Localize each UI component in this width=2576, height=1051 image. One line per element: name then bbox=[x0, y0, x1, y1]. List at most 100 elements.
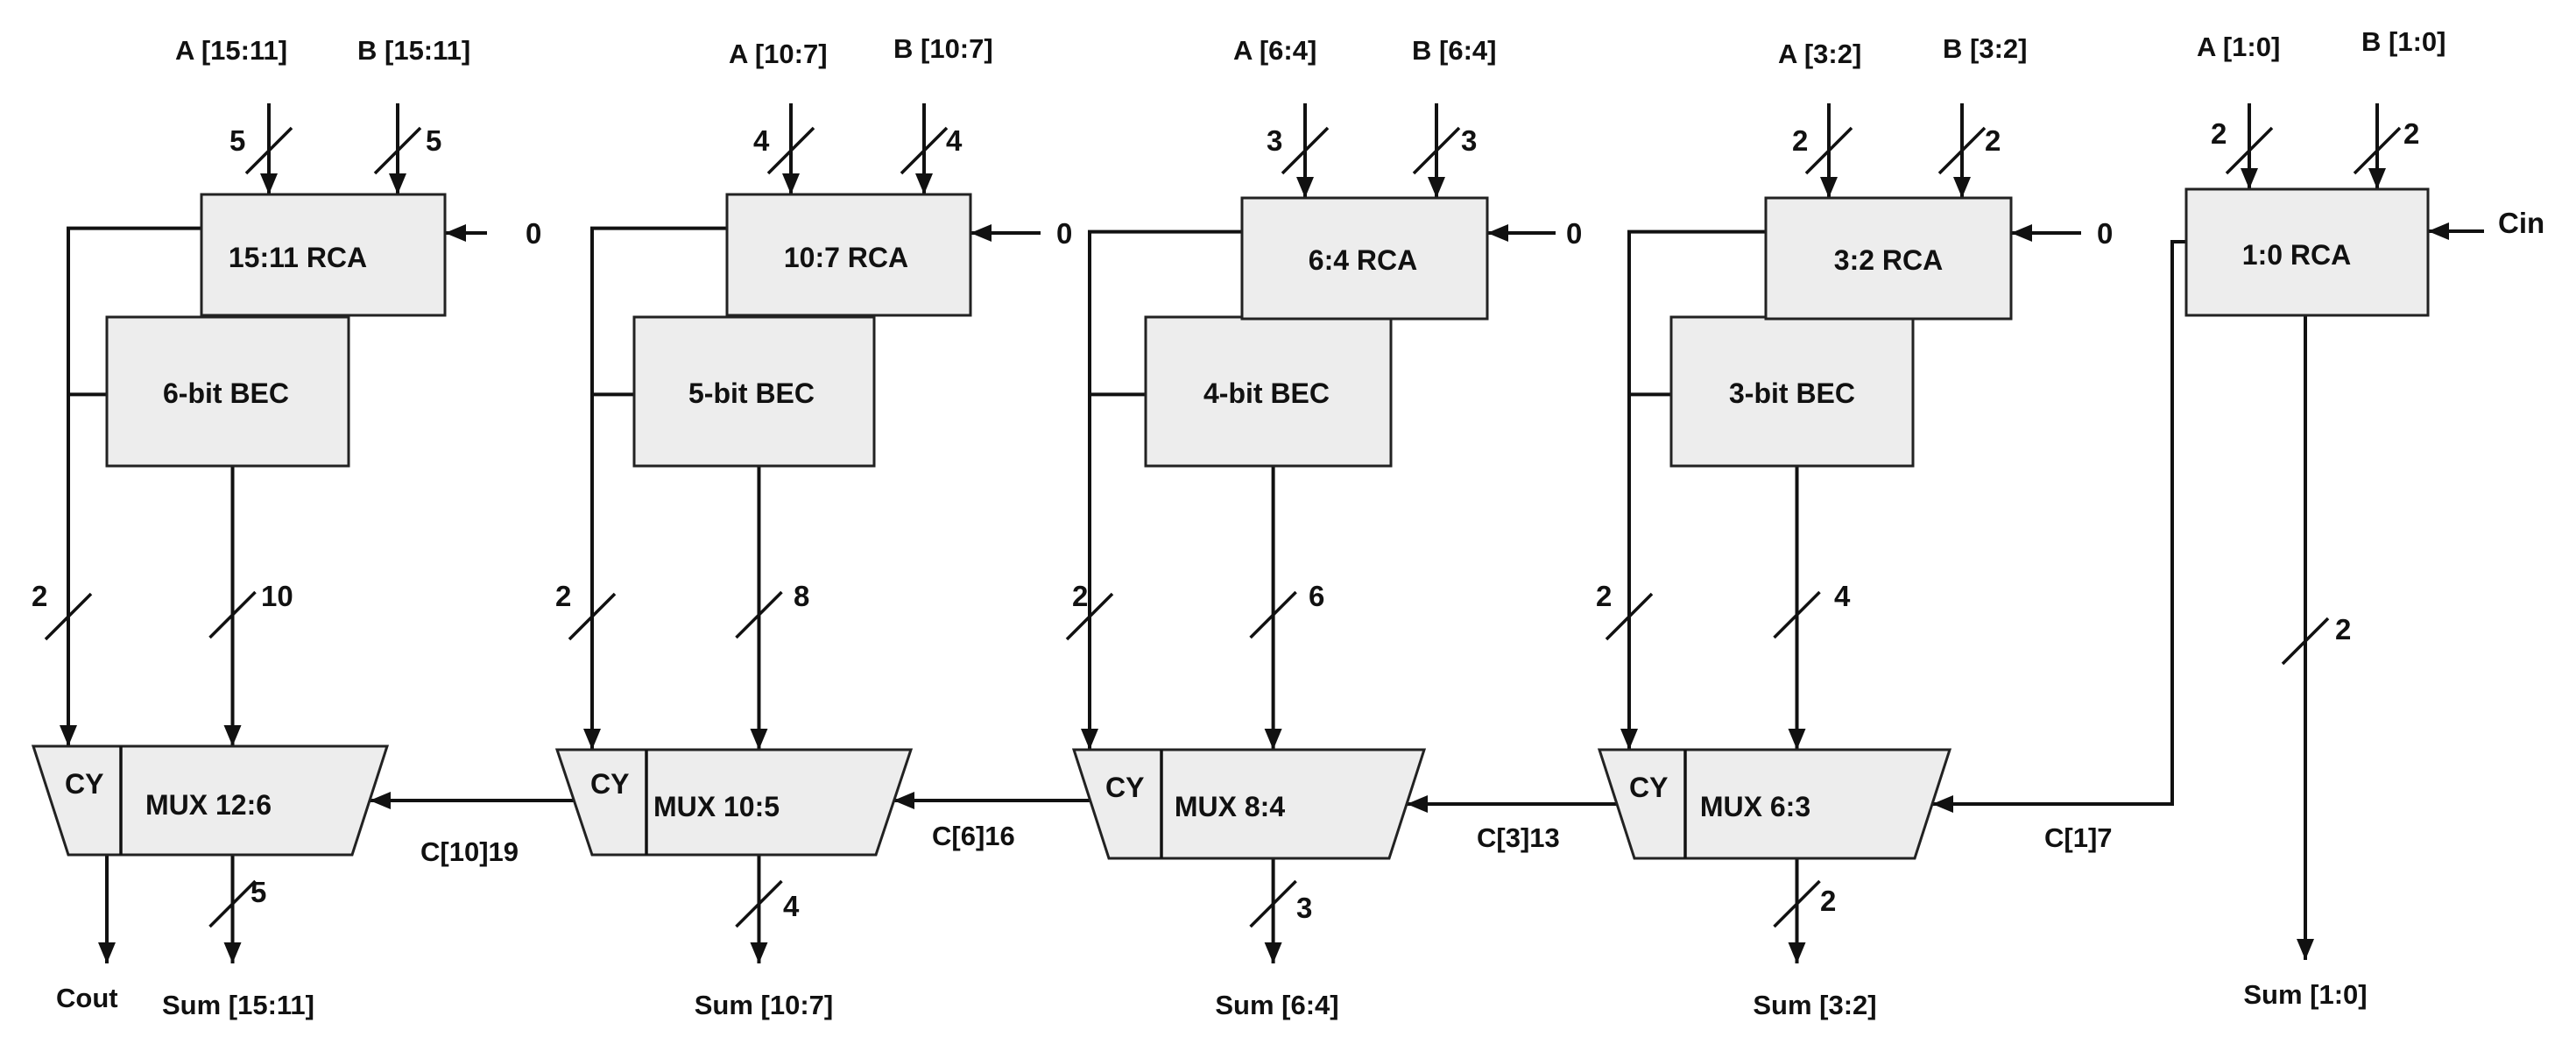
sum-width-stage-1: 2 bbox=[1820, 885, 1836, 917]
sum-output-arrow-2 bbox=[1264, 942, 1282, 963]
carry-select-arrow-0 bbox=[60, 725, 77, 746]
carry-chain-arrow-2 bbox=[1407, 795, 1428, 813]
carry-in-arrow-2 bbox=[1487, 224, 1508, 242]
bec-bus-width-stage-4: 10 bbox=[261, 580, 293, 612]
sum-width-stage-4: 5 bbox=[251, 876, 266, 908]
wiring bbox=[44, 103, 2484, 963]
carry-signal-c1: C[1]7 bbox=[2044, 822, 2113, 853]
bec-bus-width-stage-3: 8 bbox=[794, 580, 809, 612]
bec-output-arrow-0 bbox=[223, 725, 242, 746]
mux-label-stage-2: MUX 8:4 bbox=[1175, 791, 1285, 822]
carry-c1-arrow bbox=[1932, 795, 1953, 813]
rca-label-stage-0: 1:0 RCA bbox=[2242, 239, 2351, 271]
bec-bus-width-stage-2: 6 bbox=[1309, 580, 1324, 612]
carry-in-stage-0: Cin bbox=[2498, 207, 2544, 239]
sum-label-stage-4: Sum [15:11] bbox=[162, 990, 314, 1020]
bec-label-stage-2: 4-bit BEC bbox=[1203, 377, 1330, 409]
carry-in-arrow-4 bbox=[2428, 222, 2449, 240]
mux-label-stage-3: MUX 10:5 bbox=[653, 791, 780, 822]
bec-output-slash-0 bbox=[208, 590, 257, 639]
carry-chain-arrow-0 bbox=[370, 792, 391, 809]
cout-label: Cout bbox=[56, 983, 118, 1013]
sum-label-stage-0: Sum [1:0] bbox=[2243, 979, 2367, 1010]
input-a-label-stage-0: A [1:0] bbox=[2197, 32, 2280, 62]
bec-block-2 bbox=[1144, 315, 1393, 468]
rca-label-stage-3: 10:7 RCA bbox=[784, 242, 908, 273]
input-b-width-stage-0: 2 bbox=[2403, 117, 2419, 150]
sum-width-stage-3: 4 bbox=[783, 890, 800, 922]
carry-signal-c6: C[6]16 bbox=[932, 821, 1015, 851]
sum0-output-arrow bbox=[2297, 939, 2314, 960]
blocks bbox=[31, 187, 2430, 860]
input-b-label-stage-0: B [1:0] bbox=[2361, 26, 2445, 57]
carry-select-arrow-1 bbox=[583, 729, 601, 750]
input-a-width-stage-4: 5 bbox=[229, 124, 245, 157]
cout-arrow bbox=[98, 942, 116, 963]
input-a-label-stage-2: A [6:4] bbox=[1233, 35, 1316, 66]
input-a-width-stage-0: 2 bbox=[2211, 117, 2227, 150]
sum-output-slash-0 bbox=[208, 879, 257, 928]
carry-select-wire-1 bbox=[590, 226, 727, 750]
input-a-slash-2 bbox=[1281, 126, 1330, 175]
sum-label-stage-2: Sum [6:4] bbox=[1215, 990, 1338, 1020]
input-b-arrow-2 bbox=[1428, 177, 1445, 198]
input-a-slash-0 bbox=[244, 126, 293, 175]
input-a-width-stage-2: 3 bbox=[1267, 124, 1282, 157]
carry-signal-c3: C[3]13 bbox=[1477, 822, 1560, 853]
carry-in-stage-2: 0 bbox=[1566, 217, 1582, 250]
bec-output-slash-2 bbox=[1249, 590, 1297, 639]
carry-bus-width-stage-3: 2 bbox=[555, 580, 571, 612]
input-a-width-stage-3: 4 bbox=[753, 124, 770, 157]
input-a-label-stage-1: A [3:2] bbox=[1778, 39, 1861, 69]
rca-block-2 bbox=[1240, 196, 1489, 321]
input-a-arrow-1 bbox=[782, 173, 800, 194]
sum-output-arrow-3 bbox=[1788, 942, 1806, 963]
input-b-arrow-0 bbox=[389, 173, 406, 194]
carry-in-stage-4: 0 bbox=[526, 217, 541, 250]
carry-chain-arrow-1 bbox=[893, 792, 914, 809]
rca-label-stage-4: 15:11 RCA bbox=[229, 242, 367, 273]
bec-output-arrow-3 bbox=[1788, 729, 1806, 750]
carry-in-stage-3: 0 bbox=[1056, 217, 1072, 250]
bec-label-stage-4: 6-bit BEC bbox=[163, 377, 289, 409]
input-b-slash-1 bbox=[900, 126, 949, 175]
mux-block-3 bbox=[1597, 748, 1952, 860]
carry-select-wire-2 bbox=[1088, 229, 1242, 750]
rca0-bus-width: 2 bbox=[2335, 613, 2351, 645]
input-b-label-stage-2: B [6:4] bbox=[1412, 35, 1496, 66]
bec-label-stage-3: 5-bit BEC bbox=[688, 377, 815, 409]
input-b-label-stage-4: B [15:11] bbox=[357, 35, 470, 66]
cy-label-stage-4: CY bbox=[65, 768, 103, 800]
rca-block-0 bbox=[200, 193, 447, 317]
carry-select-slash-2 bbox=[1065, 592, 1114, 641]
input-a-label-stage-3: A [10:7] bbox=[729, 39, 828, 69]
rca-label-stage-2: 6:4 RCA bbox=[1309, 244, 1417, 276]
mux-label-stage-4: MUX 12:6 bbox=[145, 789, 272, 821]
cy-label-stage-3: CY bbox=[590, 768, 629, 800]
sum-output-slash-3 bbox=[1773, 879, 1821, 928]
input-b-width-stage-1: 2 bbox=[1985, 124, 2001, 157]
mux-label-stage-1: MUX 6:3 bbox=[1700, 791, 1810, 822]
input-a-label-stage-4: A [15:11] bbox=[175, 35, 287, 66]
input-b-label-stage-1: B [3:2] bbox=[1943, 33, 2027, 64]
bec-output-arrow-2 bbox=[1264, 729, 1282, 750]
bec-label-stage-1: 3-bit BEC bbox=[1729, 377, 1855, 409]
carry-bus-width-stage-2: 2 bbox=[1072, 580, 1088, 612]
carry-select-arrow-3 bbox=[1620, 729, 1638, 750]
input-b-width-stage-3: 4 bbox=[946, 124, 963, 157]
input-b-width-stage-2: 3 bbox=[1461, 124, 1477, 157]
bec-output-slash-3 bbox=[1773, 590, 1821, 639]
carry-c1-wire bbox=[1932, 240, 2186, 806]
sum0-output-slash bbox=[2281, 617, 2330, 666]
input-b-slash-0 bbox=[373, 126, 422, 175]
input-a-slash-4 bbox=[2225, 126, 2274, 175]
carry-select-arrow-2 bbox=[1081, 729, 1098, 750]
rca-block-1 bbox=[725, 193, 972, 317]
cy-label-stage-1: CY bbox=[1629, 772, 1668, 803]
input-b-arrow-4 bbox=[2368, 168, 2386, 189]
sum-output-slash-2 bbox=[1249, 879, 1297, 928]
carry-in-arrow-1 bbox=[970, 224, 992, 242]
bec-output-arrow-1 bbox=[750, 729, 768, 750]
carry-bus-width-stage-4: 2 bbox=[32, 580, 47, 612]
